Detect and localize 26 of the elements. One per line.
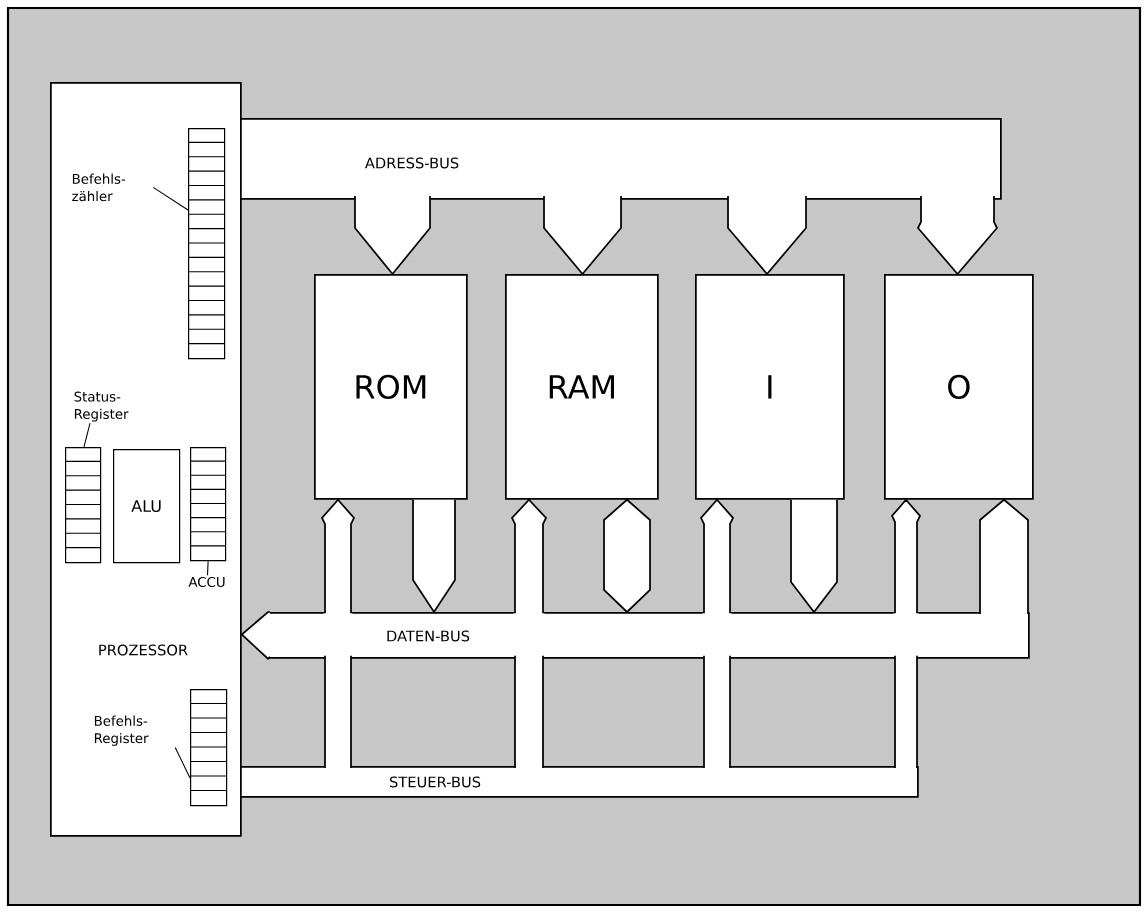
register-stack bbox=[64, 447, 102, 564]
register-stack bbox=[189, 447, 227, 562]
leader-line bbox=[174, 746, 191, 779]
bus-arrow bbox=[916, 195, 999, 276]
register-label: Status- Register bbox=[74, 391, 129, 422]
register-stack bbox=[187, 128, 226, 360]
register-label: ACCU bbox=[188, 576, 225, 588]
memory-box: O bbox=[884, 274, 1034, 500]
register-stack bbox=[189, 689, 228, 807]
leader-line bbox=[83, 422, 91, 448]
alu-box: ALU bbox=[113, 449, 181, 564]
bus-arrow bbox=[240, 611, 271, 660]
bus-arrow bbox=[979, 498, 1029, 615]
register-label: Befehls- Register bbox=[94, 715, 149, 746]
bus-arrow bbox=[543, 195, 622, 276]
control-line bbox=[320, 498, 356, 769]
bus-arrow bbox=[354, 195, 431, 276]
leader-line bbox=[206, 560, 209, 576]
bus-arrow bbox=[603, 498, 651, 614]
leader-line bbox=[152, 186, 189, 211]
control-line bbox=[510, 498, 548, 769]
bus-arrow bbox=[727, 195, 807, 276]
register-label: Befehls- zähler bbox=[72, 173, 126, 202]
control-line bbox=[890, 498, 922, 769]
bus-band: STEUER-BUS bbox=[240, 766, 919, 798]
control-line bbox=[699, 498, 735, 769]
